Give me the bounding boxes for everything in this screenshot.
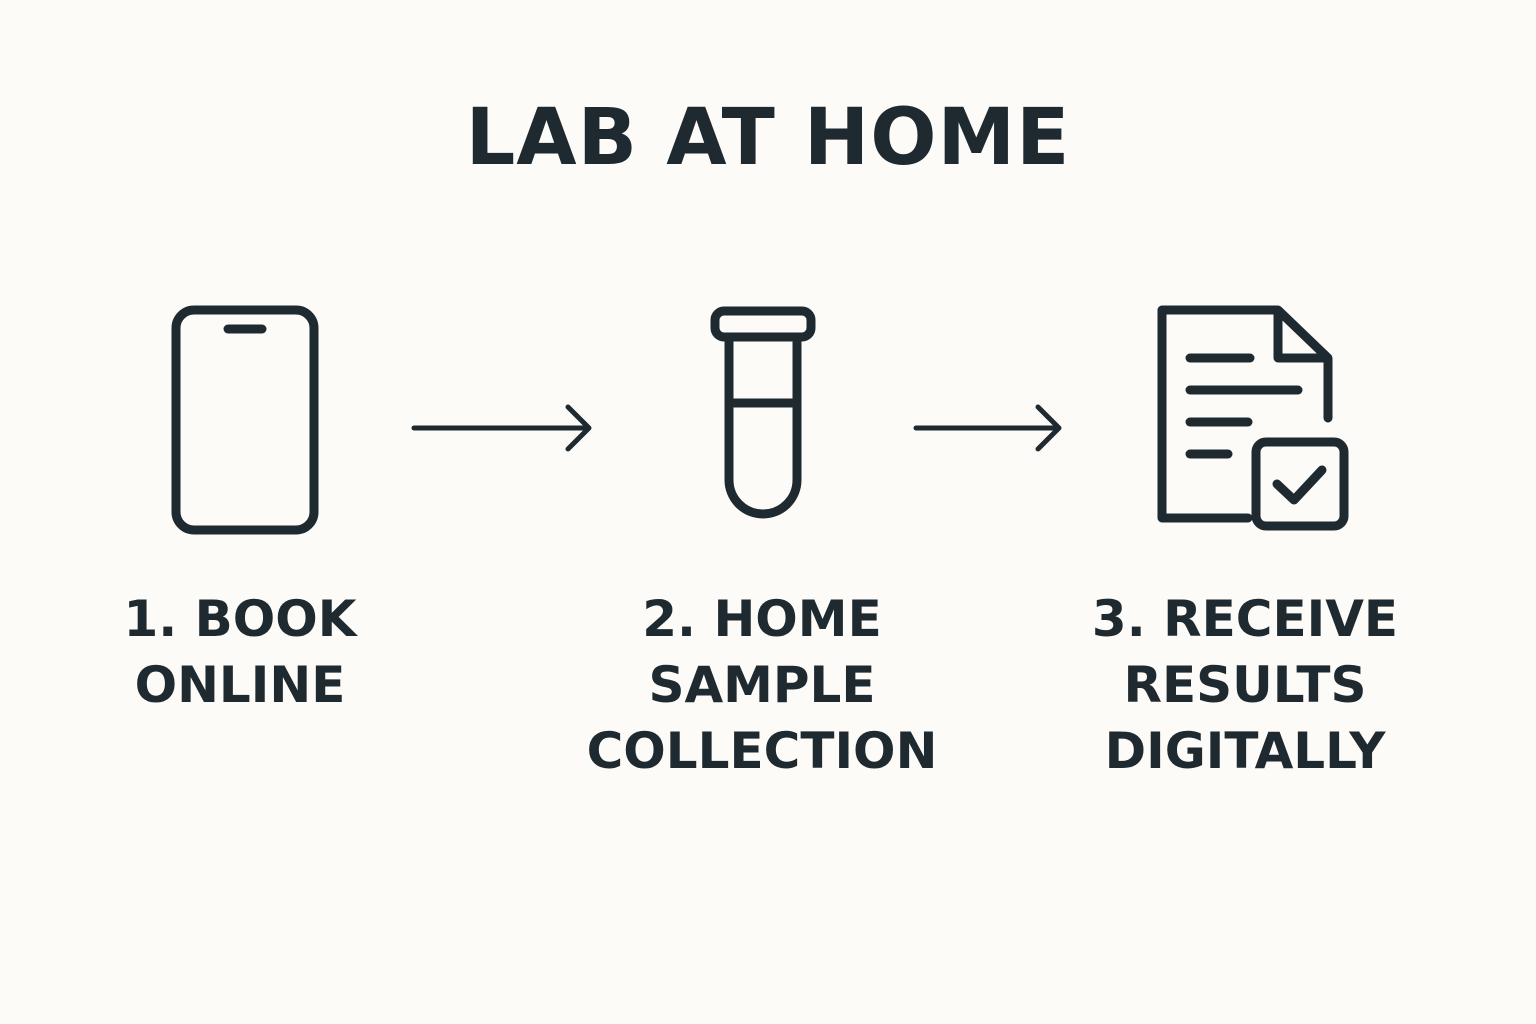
step-1-label-line: 1. BOOK	[123, 590, 357, 648]
test-tube-icon	[710, 306, 816, 519]
step-2-label: 2. HOME SAMPLE COLLECTION	[542, 586, 982, 784]
smartphone-icon	[171, 305, 319, 535]
document-check-icon	[1157, 305, 1349, 531]
step-3-label-line: 3. RECEIVE	[1091, 590, 1399, 648]
page-title: LAB AT HOME	[465, 93, 1071, 183]
step-2-label-line: COLLECTION	[586, 722, 938, 780]
arrow-right-icon	[411, 404, 592, 452]
step-1-label-line: ONLINE	[134, 656, 346, 714]
step-3-label-line: DIGITALLY	[1104, 722, 1386, 780]
arrow-right-icon	[913, 404, 1062, 452]
step-3-label-line: RESULTS	[1123, 656, 1367, 714]
step-3-label: 3. RECEIVE RESULTS DIGITALLY	[1025, 586, 1465, 784]
step-2-label-line: SAMPLE	[648, 656, 876, 714]
step-1-label: 1. BOOK ONLINE	[20, 586, 460, 718]
step-2-label-line: 2. HOME	[642, 590, 882, 648]
